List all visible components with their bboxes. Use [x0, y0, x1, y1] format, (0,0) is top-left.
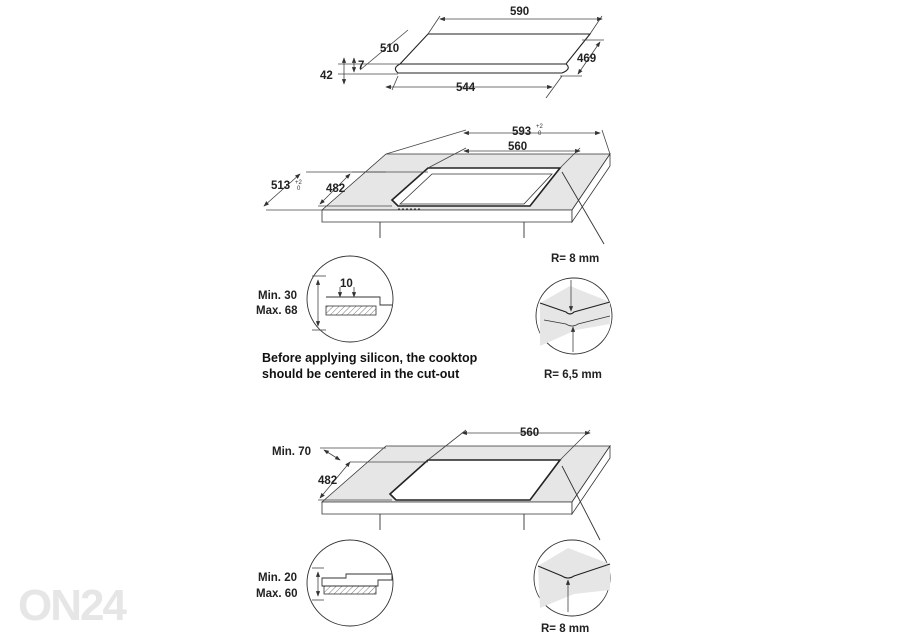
section-detail-1: 10 — [306, 255, 394, 343]
worktop-front-edge — [321, 209, 573, 223]
depth-469-label: 469 — [577, 53, 596, 65]
width-590-label: 590 — [510, 6, 529, 18]
brand-watermark: ON24 — [18, 581, 127, 630]
corner-detail-1 — [535, 277, 613, 355]
min-thickness-30-label: Min. 30 — [258, 290, 297, 302]
tolerance-zero: 0 — [538, 131, 542, 137]
max-thickness-60-label: Max. 60 — [256, 588, 298, 600]
cooktop-glass-edge — [394, 63, 569, 74]
min-thickness-20-label: Min. 20 — [258, 572, 297, 584]
offset-10-label: 10 — [340, 278, 353, 290]
tolerance-plus: +2 — [536, 124, 544, 130]
cooktop-dimension-drawing: 590 510 469 544 42 7 — [320, 6, 604, 99]
cutout-1-drawing: 593 +2 0 560 513 +2 0 482 R= 8 mm 10 — [256, 124, 613, 381]
depth-482-label-2: 482 — [318, 475, 337, 487]
height-7-label: 7 — [358, 60, 364, 72]
cut-width-560-label-2: 560 — [520, 427, 539, 439]
depth-513-label: 513 — [271, 180, 290, 192]
cut-width-560-label: 560 — [508, 141, 527, 153]
section-detail-2 — [306, 539, 394, 627]
tolerance-plus-depth: +2 — [295, 180, 303, 186]
cooktop-glass-top — [398, 33, 592, 65]
cutout-hole-2 — [388, 459, 562, 501]
corner-radius-6-5-label: R= 6,5 mm — [544, 369, 602, 381]
centering-note-line-1: Before applying silicon, the cooktop — [262, 351, 478, 365]
cut-width-593-label: 593 — [512, 126, 531, 138]
corner-radius-8-label-2: R= 8 mm — [541, 623, 589, 635]
tolerance-zero-depth: 0 — [297, 186, 301, 192]
max-thickness-68-label: Max. 68 — [256, 305, 298, 317]
cutout-2-drawing: 560 Min. 70 482 Min. 20 Max. 60 R — [256, 427, 611, 635]
min-front-70-label: Min. 70 — [272, 446, 311, 458]
corner-radius-8-label: R= 8 mm — [551, 253, 599, 265]
centering-note-line-2: should be centered in the cut-out — [262, 367, 460, 381]
depth-482-label: 482 — [326, 183, 345, 195]
corner-detail-2 — [533, 539, 611, 617]
width-544-label: 544 — [456, 82, 476, 94]
depth-510-label: 510 — [380, 43, 399, 55]
height-42-label: 42 — [320, 70, 333, 82]
